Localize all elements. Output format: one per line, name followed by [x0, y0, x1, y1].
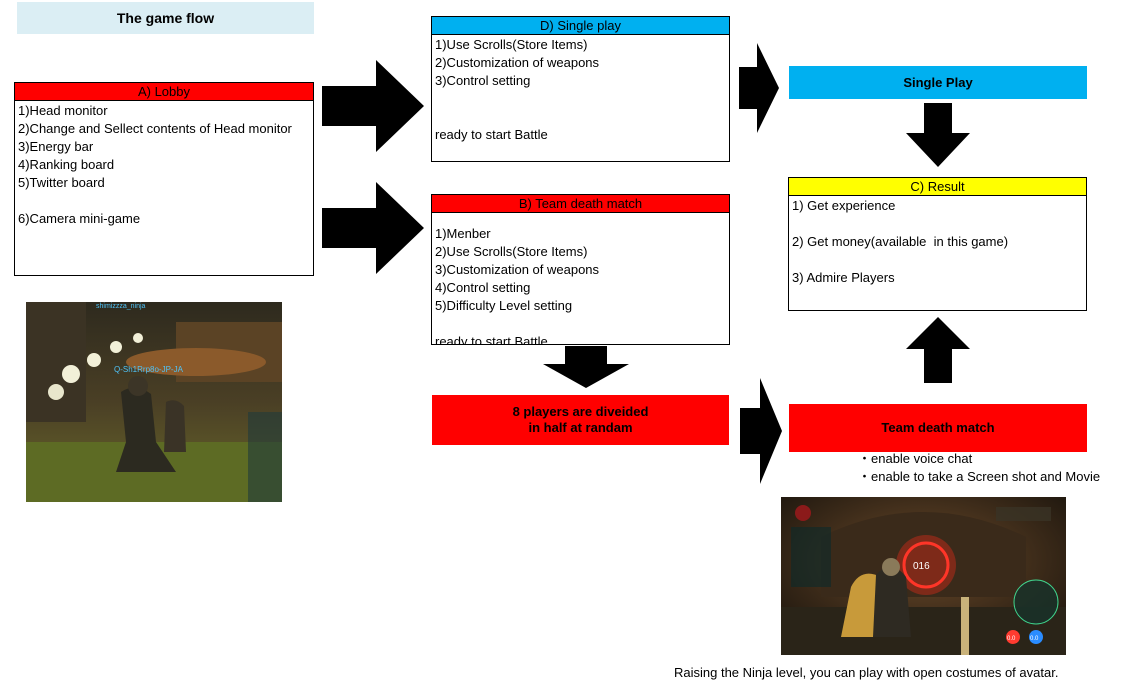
lobby-screenshot: shimizzza_ninja Q-Sh1Rrp8o-JP-JA — [26, 302, 282, 502]
divide-banner-line2: in half at randam — [528, 420, 633, 435]
battle-screenshot: 016 0.0 0.0 — [781, 497, 1066, 655]
lobby-item: 5)Twitter board — [18, 175, 105, 190]
single-play-item: 3)Control setting — [435, 73, 531, 88]
lobby-spacer — [18, 192, 310, 210]
team-item: 1)Menber — [435, 226, 491, 241]
battle-counter: 016 — [913, 561, 930, 572]
arrow-team-down-to-divide — [543, 346, 629, 388]
arrow-team-up-to-result — [906, 317, 970, 383]
single-play-list: 1)Use Scrolls(Store Items) 2)Customizati… — [432, 35, 729, 145]
team-banner: Team death match — [789, 404, 1087, 452]
team-header: B) Team death match — [432, 195, 729, 213]
lobby-item: 3)Energy bar — [18, 139, 94, 154]
bottom-caption: Raising the Ninja level, you can play wi… — [674, 665, 1139, 680]
battle-score-right: 0.0 — [1030, 636, 1039, 642]
result-item: 1) Get experience — [792, 198, 896, 213]
page-title: The game flow — [17, 2, 314, 34]
single-play-banner-text: Single Play — [903, 74, 973, 90]
result-item: 2) Get money(available in this game) — [792, 234, 1009, 249]
lobby-item: 6)Camera mini-game — [18, 211, 141, 226]
arrow-lobby-to-single — [322, 60, 424, 152]
single-play-panel: D) Single play 1)Use Scrolls(Store Items… — [431, 16, 730, 162]
bottom-caption-text: Raising the Ninja level, you can play wi… — [674, 665, 1059, 680]
result-spacer — [792, 251, 1083, 269]
battle-screenshot-image: 016 0.0 0.0 — [781, 497, 1066, 655]
divide-banner: 8 players are diveided in half at randam — [432, 395, 729, 445]
single-play-spacer — [435, 90, 726, 108]
team-item: ready to start Battle — [435, 334, 548, 345]
lobby-item: 2)Change and Sellect contents of Head mo… — [18, 121, 292, 136]
page-title-text: The game flow — [116, 10, 215, 26]
screenshot-name-tag: shimizzza_ninja — [96, 303, 146, 310]
single-play-header: D) Single play — [432, 17, 729, 35]
result-spacer — [792, 215, 1083, 233]
team-feature-item: ・enable voice chat — [858, 451, 973, 466]
result-panel: C) Result 1) Get experience 2) Get money… — [788, 177, 1087, 311]
result-header: C) Result — [789, 178, 1086, 196]
result-list: 1) Get experience 2) Get money(available… — [789, 196, 1086, 288]
single-play-item: 2)Customization of weapons — [435, 55, 600, 70]
single-play-banner: Single Play — [789, 66, 1087, 99]
result-item: 3) Admire Players — [792, 270, 895, 285]
single-play-item: ready to start Battle — [435, 127, 548, 142]
team-feature-list: ・enable voice chat ・enable to take a Scr… — [858, 450, 1138, 486]
arrow-single-down-to-result — [906, 103, 970, 167]
lobby-header: A) Lobby — [15, 83, 313, 101]
team-item: 4)Control setting — [435, 280, 531, 295]
arrow-single-to-banner — [739, 43, 779, 133]
lobby-panel: A) Lobby 1)Head monitor 2)Change and Sel… — [14, 82, 314, 276]
lobby-screenshot-image: shimizzza_ninja Q-Sh1Rrp8o-JP-JA — [26, 302, 282, 502]
arrow-lobby-to-team — [322, 182, 424, 274]
screenshot-player-tag: Q-Sh1Rrp8o-JP-JA — [114, 365, 184, 374]
team-panel: B) Team death match 1)Menber 2)Use Scrol… — [431, 194, 730, 345]
single-play-item: 1)Use Scrolls(Store Items) — [435, 37, 588, 52]
team-item: 3)Customization of weapons — [435, 262, 600, 277]
team-item: 5)Difficulty Level setting — [435, 298, 573, 313]
battle-score-left: 0.0 — [1007, 636, 1016, 642]
divide-banner-line1: 8 players are diveided — [512, 404, 649, 419]
lobby-item: 1)Head monitor — [18, 103, 108, 118]
lobby-list: 1)Head monitor 2)Change and Sellect cont… — [15, 101, 313, 229]
team-banner-text: Team death match — [881, 420, 995, 435]
single-play-spacer — [435, 108, 726, 126]
team-list: 1)Menber 2)Use Scrolls(Store Items) 3)Cu… — [432, 213, 729, 345]
team-feature-item: ・enable to take a Screen shot and Movie — [858, 469, 1101, 484]
lobby-item: 4)Ranking board — [18, 157, 115, 172]
arrow-divide-to-team-banner — [740, 378, 782, 484]
team-item: 2)Use Scrolls(Store Items) — [435, 244, 588, 259]
team-spacer — [435, 315, 726, 333]
